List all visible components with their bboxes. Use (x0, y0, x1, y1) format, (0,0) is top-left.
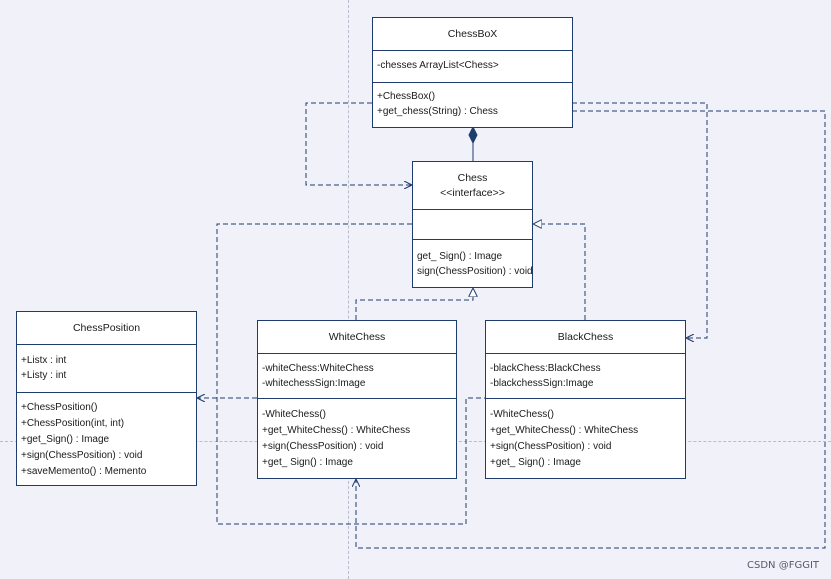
composition-diamond (468, 125, 478, 145)
class-name: ChessPosition (17, 312, 196, 345)
stereotype: <<interface>> (440, 187, 505, 199)
whitechess-realization (355, 288, 473, 320)
attribute: -whitechessSign:Image (262, 378, 366, 389)
class-blackchess[interactable]: BlackChess -blackChess:BlackChess -black… (485, 320, 686, 479)
class-name: BlackChess (486, 321, 685, 354)
attributes-section: -chesses ArrayList<Chess> (373, 51, 572, 83)
chess-loop-dependency (216, 223, 485, 525)
method: +get_WhiteChess() : WhiteChess (490, 425, 639, 436)
watermark: CSDN @FGGIT (747, 560, 819, 571)
method: +get_chess(String) : Chess (377, 106, 498, 117)
methods-section: -WhiteChess() +get_WhiteChess() : WhiteC… (486, 399, 685, 471)
attribute: -whiteChess:WhiteChess (262, 363, 374, 374)
attribute: +Listx : int (21, 355, 67, 366)
attributes-section: +Listx : int +Listy : int (17, 345, 196, 393)
chessbox-blackchess-dependency (572, 102, 708, 338)
chessbox-chess-dependency (305, 102, 412, 185)
method: +ChessPosition(int, int) (21, 418, 125, 429)
blackchess-realization (533, 224, 586, 320)
methods-section: +ChessBox() +get_chess(String) : Chess (373, 83, 572, 119)
class-whitechess[interactable]: WhiteChess -whiteChess:WhiteChess -white… (257, 320, 457, 479)
method: +get_Sign() : Image (21, 434, 110, 445)
method: +get_ Sign() : Image (490, 457, 581, 468)
attribute: -blackchessSign:Image (490, 378, 594, 389)
attribute: -chesses ArrayList<Chess> (377, 60, 499, 71)
attributes-section: -blackChess:BlackChess -blackchessSign:I… (486, 354, 685, 399)
method: +get_ Sign() : Image (262, 457, 353, 468)
method: -WhiteChess() (490, 409, 554, 420)
method: get_ Sign() : Image (417, 251, 503, 262)
class-chessbox[interactable]: ChessBoX -chesses ArrayList<Chess> +Ches… (372, 17, 573, 128)
method: -WhiteChess() (262, 409, 326, 420)
class-name: ChessBoX (373, 18, 572, 51)
attribute: -blackChess:BlackChess (490, 363, 601, 374)
class-chess-interface[interactable]: Chess <<interface>> get_ Sign() : Image … (412, 161, 533, 288)
method: +sign(ChessPosition) : void (490, 441, 612, 452)
attribute: +Listy : int (21, 370, 67, 381)
attributes-section: -whiteChess:WhiteChess -whitechessSign:I… (258, 354, 456, 399)
methods-section: -WhiteChess() +get_WhiteChess() : WhiteC… (258, 399, 456, 471)
method: sign(ChessPosition) : void (417, 266, 533, 277)
canvas-guide-vertical (348, 0, 349, 579)
method: +sign(ChessPosition) : void (262, 441, 384, 452)
method: +sign(ChessPosition) : void (21, 450, 143, 461)
method: +ChessPosition() (21, 402, 98, 413)
class-name: WhiteChess (258, 321, 456, 354)
outer-loop-dependency (356, 110, 826, 549)
method: +ChessBox() (377, 91, 436, 102)
attributes-section (413, 210, 532, 240)
methods-section: +ChessPosition() +ChessPosition(int, int… (17, 393, 196, 480)
method: +get_WhiteChess() : WhiteChess (262, 425, 411, 436)
class-chessposition[interactable]: ChessPosition +Listx : int +Listy : int … (16, 311, 197, 486)
method: +saveMemento() : Memento (21, 466, 147, 477)
class-header: Chess <<interface>> (413, 162, 532, 210)
class-name: Chess (457, 172, 488, 184)
methods-section: get_ Sign() : Image sign(ChessPosition) … (413, 240, 533, 279)
